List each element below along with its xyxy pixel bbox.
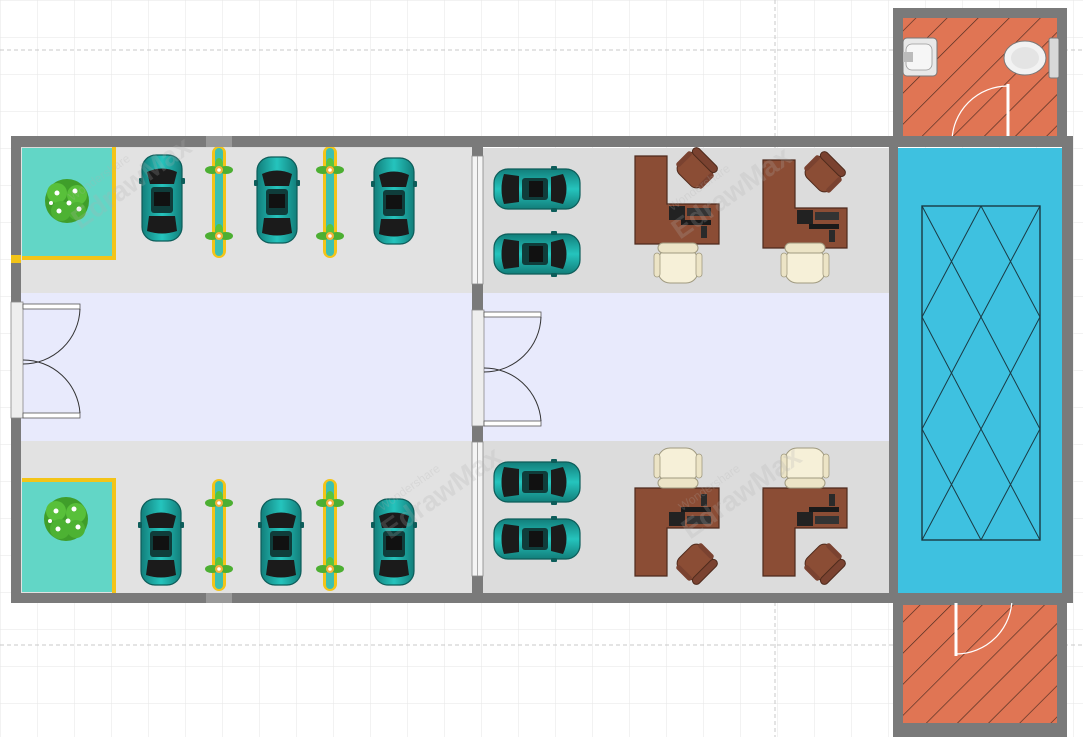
planter-top [22,145,116,260]
chair-icon [653,242,703,284]
wall-opening [206,593,232,603]
car-icon [253,156,301,244]
car-icon [257,498,305,586]
car-icon [493,230,581,278]
sink-icon [902,37,938,77]
wall-opening [206,136,232,147]
car-icon [493,165,581,213]
restroom-top [893,8,1067,147]
middle-door [471,309,542,427]
left-entrance-door [10,301,81,419]
car-icon [370,157,418,245]
window-left-bottom [471,441,484,577]
office-area [483,143,897,593]
car-icon [493,458,581,506]
curb-marker [11,255,21,263]
office-corridor [483,293,897,441]
car-icon [493,515,581,563]
restroom-bottom [893,593,1067,737]
left-driveway [20,293,472,441]
chair-icon [653,447,703,489]
toilet-icon [1003,37,1060,79]
chair-icon [780,242,830,284]
car-icon [137,498,185,586]
planter-bottom [22,478,116,595]
window-left-top [471,155,484,285]
parking-area [13,140,475,600]
stairwell [897,148,1062,593]
